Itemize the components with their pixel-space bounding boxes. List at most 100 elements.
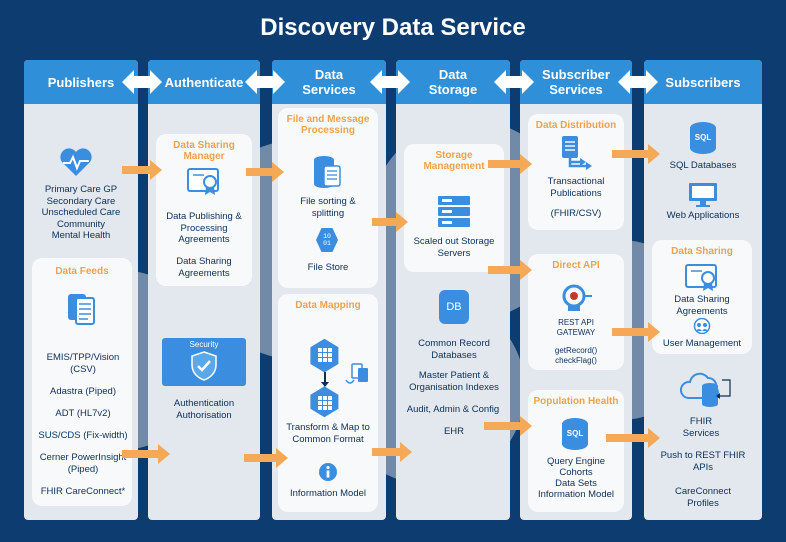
care-setting-item: Unscheduled Care (41, 207, 121, 218)
arrow-dsm-to-fmp (246, 162, 284, 182)
mapping-title: Data Mapping (295, 300, 361, 311)
grid-transform-icon (310, 338, 368, 418)
care-setting-item: Mental Health (51, 230, 111, 241)
arrow-storage-to-pophealth (484, 416, 532, 436)
column-header-data-services: Data Services (272, 60, 386, 104)
auth-text: Authentication Authorisation (173, 398, 235, 421)
feed-fhir: FHIR CareConnect* (40, 486, 126, 497)
dsm-item-sharing: Data Sharing Agreements (176, 256, 232, 279)
security-panel: Security (162, 338, 246, 386)
column-header-authenticate: Authenticate (148, 60, 260, 104)
fhir-services: FHIR Services (682, 416, 720, 439)
arrow-distribution-to-sql (612, 144, 660, 164)
data-sharing-box: Data Sharing (652, 240, 752, 354)
data-sharing-agreements: Data Sharing Agreements (674, 294, 730, 317)
population-health-box: Population Health (528, 390, 624, 512)
file-sorting: File sorting & splitting (300, 196, 356, 219)
user-management: User Management (662, 338, 742, 349)
database-document-icon (314, 156, 341, 188)
patient-indexes: Master Patient & Organisation Indexes (409, 370, 499, 393)
column-header-subscribers: Subscribers (644, 60, 762, 104)
transactional-publications: Transactional Publications (547, 176, 605, 199)
db-icon-label: DB (446, 301, 462, 313)
db-icon: DB (439, 290, 469, 324)
feed-adastra: Adastra (Piped) (49, 386, 116, 397)
header-arrows (122, 70, 658, 94)
file-processing-box: File and Message Processing (278, 108, 378, 288)
feed-sus: SUS/CDS (Fix-width) (38, 430, 128, 441)
data-sharing-manager-box: Data Sharing Manager (156, 134, 252, 286)
file-store: File Store (307, 262, 349, 273)
common-record-db: Common Record Databases (418, 338, 490, 361)
info-icon (319, 463, 337, 481)
distribution-icon (562, 136, 592, 170)
distribution-title: Data Distribution (535, 120, 617, 131)
direct-api-title: Direct API (552, 260, 600, 271)
sql-db-icon-label: SQL (694, 133, 712, 142)
data-feeds-title: Data Feeds (55, 266, 109, 277)
web-applications: Web Applications (666, 210, 740, 221)
cloud-db-icon (680, 372, 731, 407)
arrow-auth-to-mapping (244, 448, 288, 468)
arrow-fmp-to-storage (372, 212, 408, 232)
document-stack-icon (68, 294, 95, 325)
ehr: EHR (443, 426, 465, 437)
column-header-publishers: Publishers (24, 60, 138, 104)
certificate-icon (187, 168, 219, 195)
sql-databases: SQL Databases (669, 160, 737, 171)
fhir-csv: (FHIR/CSV) (550, 208, 602, 219)
feed-adt: ADT (HL7v2) (55, 408, 111, 419)
query-engine: Query Engine (546, 456, 606, 467)
user-group-icon (693, 318, 711, 334)
sql-icon: SQL (562, 418, 588, 450)
transform-map: Transform & Map to Common Format (286, 422, 370, 445)
sql-db-icon: SQL (690, 122, 716, 154)
feed-cerner: Cerner PowerInsight (Piped) (39, 452, 127, 475)
file-store-icon-label: 10 01 (323, 233, 331, 247)
pop-health-title: Population Health (533, 396, 619, 407)
storage-servers: Scaled out Storage Servers (413, 236, 495, 259)
care-setting-item: Community (56, 218, 106, 230)
care-setting-item: Primary Care GP (44, 184, 118, 195)
dsm-title: Data Sharing Manager (173, 140, 235, 162)
fmp-title: File and Message Processing (286, 114, 370, 136)
cohorts: Cohorts (559, 467, 593, 478)
arrow-storage-to-distribution (488, 154, 532, 174)
sql-icon-label: SQL (566, 429, 584, 438)
server-rack-icon (438, 196, 470, 227)
arrow-feeds-to-auth (122, 444, 170, 464)
certificate-icon (685, 264, 717, 291)
push-rest-fhir: Push to REST FHIR APIs (660, 450, 746, 473)
data-sets: Data Sets (555, 478, 597, 489)
arrow-api-to-sharing (612, 322, 660, 342)
feed-emis: EMIS/TPP/Vision (CSV) (46, 352, 120, 375)
storage-title: Storage Management (423, 150, 485, 172)
arrow-mapping-to-storage (372, 442, 412, 462)
get-record: getRecord() (554, 346, 598, 355)
security-label: Security (189, 340, 219, 349)
shield-check-icon (191, 351, 217, 381)
heartbeat-icon (60, 148, 92, 176)
dsm-item-publishing: Data Publishing & Processing Agreements (166, 211, 242, 245)
api-gateway-icon (562, 284, 592, 311)
file-store-icon: 10 01 (316, 228, 338, 252)
care-setting-item: Secondary Care (46, 195, 116, 207)
column-header-subscriber-services: Subscriber Services (520, 60, 632, 104)
page-title: Discovery Data Service (260, 14, 526, 41)
sharing-title: Data Sharing (671, 246, 733, 257)
info-model-ds: Information Model (289, 488, 367, 499)
rest-api-gateway: REST API GATEWAY (556, 318, 596, 337)
audit-admin: Audit, Admin & Config (406, 404, 500, 415)
care-settings: Primary Care GP Secondary Care Unschedul… (28, 184, 134, 242)
info-model-ss: Information Model (537, 489, 615, 500)
arrow-pophealth-to-fhir (606, 428, 660, 448)
column-header-data-storage: Data Storage (396, 60, 510, 104)
data-distribution-box: Data Distribution (528, 114, 624, 230)
check-flag: checkFlag() (555, 356, 597, 365)
arrow-publishers-to-dsm (122, 160, 162, 180)
direct-api-box: Direct API (528, 254, 624, 370)
arrow-storage-to-api (488, 260, 532, 280)
careconnect-profiles: CareConnect Profiles (675, 486, 731, 509)
monitor-icon (689, 183, 717, 207)
